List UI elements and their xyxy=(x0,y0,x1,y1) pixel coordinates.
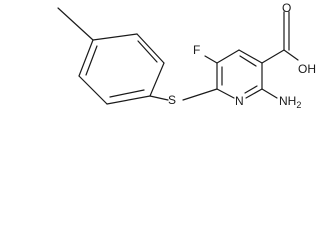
sulfur-label: S xyxy=(168,93,176,107)
bond-ar-2 xyxy=(78,75,108,105)
bond-c2-n1-inner xyxy=(244,85,258,94)
bond-c5-c4 xyxy=(216,49,240,64)
bond-n1-c6 xyxy=(216,88,235,99)
bond-c4-c3 xyxy=(238,49,263,64)
bond-ar-3 xyxy=(78,39,94,77)
bond-c3-cooh xyxy=(261,49,285,64)
structure-drawing: F S N NH2 O OH xyxy=(57,1,316,110)
ring-nitrogen-label: N xyxy=(235,94,244,108)
bond-c6-s xyxy=(182,88,218,101)
bond-ar-inner-2 xyxy=(85,45,98,76)
bond-ar-4 xyxy=(92,33,138,41)
fluorine-label: F xyxy=(193,43,200,57)
bond-s-cipso xyxy=(149,95,169,101)
tolyl-ring xyxy=(78,33,169,105)
bond-c2-n1 xyxy=(245,88,263,99)
bond-c5-f xyxy=(204,55,218,64)
carbonyl-oxygen-label: O xyxy=(282,1,291,15)
bond-ar-5 xyxy=(136,33,165,64)
amine-label: NH2 xyxy=(279,94,301,110)
substituent-bonds xyxy=(182,11,299,101)
bond-ar-inner-3 xyxy=(137,40,158,63)
pyridine-ring xyxy=(216,49,263,99)
bond-ar-1 xyxy=(106,95,151,105)
bond-c-oh xyxy=(283,49,299,61)
bond-ar-6 xyxy=(149,62,165,97)
bond-c4-c3-inner xyxy=(239,55,257,67)
bond-methyl xyxy=(57,7,94,41)
hydroxyl-label: OH xyxy=(298,62,316,76)
bond-c2-nh2 xyxy=(261,88,278,99)
molecule-diagram: F S N NH2 O OH xyxy=(57,1,316,110)
bond-ar-inner-1 xyxy=(109,89,145,98)
